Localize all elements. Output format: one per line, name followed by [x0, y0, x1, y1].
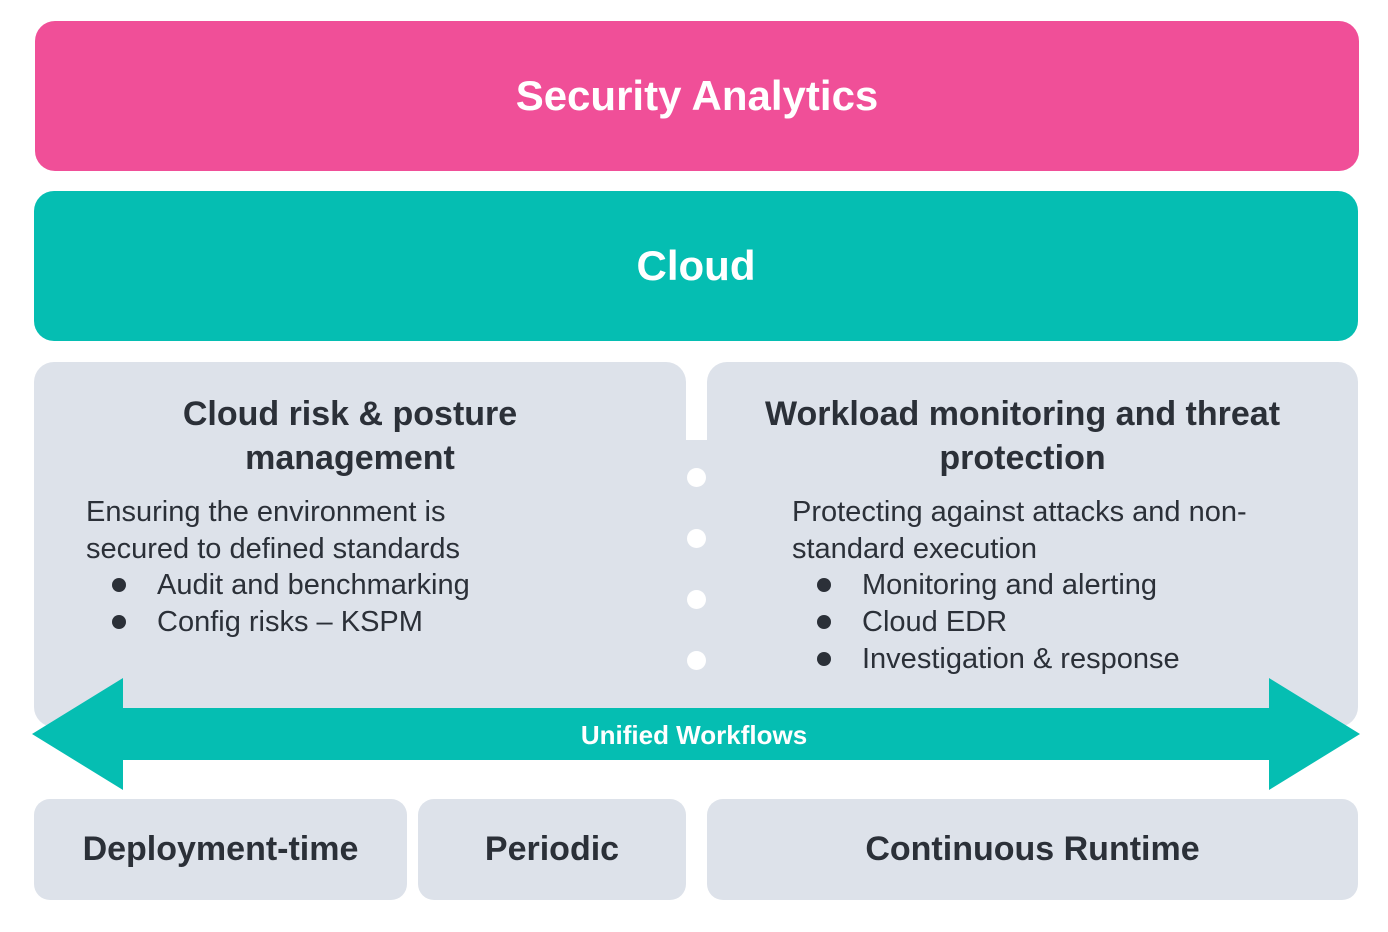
periodic-box: Periodic [418, 799, 686, 900]
continuous-runtime-label: Continuous Runtime [865, 830, 1200, 868]
dotted-divider [686, 440, 707, 710]
panel-bullet-list: Audit and benchmarking Config risks – KS… [112, 567, 470, 641]
deployment-time-box: Deployment-time [34, 799, 407, 900]
double-arrow-icon [32, 678, 1360, 790]
panel-title: Workload monitoring and threat protectio… [764, 395, 1281, 477]
panel-description: Protecting against attacks and non-stand… [792, 496, 1247, 565]
deployment-time-label: Deployment-time [82, 830, 359, 868]
panel-title: Cloud risk & posture management [182, 395, 518, 477]
cloud-risk-posture-panel: Cloud risk & posture management Ensuring… [34, 362, 686, 727]
bullet-dot-icon [817, 615, 831, 629]
divider-dot-icon [687, 529, 706, 548]
bullet-dot-icon [112, 615, 126, 629]
cloud-band: Cloud [34, 191, 1358, 341]
unified-workflows-label: Unified Workflows [580, 720, 808, 750]
bullet-item: Audit and benchmarking [112, 567, 470, 604]
panel-bullet-list: Monitoring and alerting Cloud EDR Invest… [817, 567, 1180, 678]
double-arrow-shape [32, 678, 1360, 790]
bullet-item: Monitoring and alerting [817, 567, 1180, 604]
workload-monitoring-panel: Workload monitoring and threat protectio… [707, 362, 1358, 727]
bullet-item: Investigation & response [817, 641, 1180, 678]
bullet-dot-icon [112, 578, 126, 592]
divider-dot-icon [687, 651, 706, 670]
panel-description: Ensuring the environment is secured to d… [86, 496, 461, 565]
bullet-dot-icon [817, 652, 831, 666]
periodic-label: Periodic [484, 830, 620, 868]
security-analytics-label: Security Analytics [515, 72, 879, 119]
cloud-label: Cloud [636, 242, 756, 289]
divider-dot-icon [687, 468, 706, 487]
security-analytics-band: Security Analytics [35, 21, 1359, 171]
bullet-item: Config risks – KSPM [112, 604, 470, 641]
continuous-runtime-box: Continuous Runtime [707, 799, 1358, 900]
divider-dot-icon [687, 590, 706, 609]
bullet-dot-icon [817, 578, 831, 592]
bullet-item: Cloud EDR [817, 604, 1180, 641]
